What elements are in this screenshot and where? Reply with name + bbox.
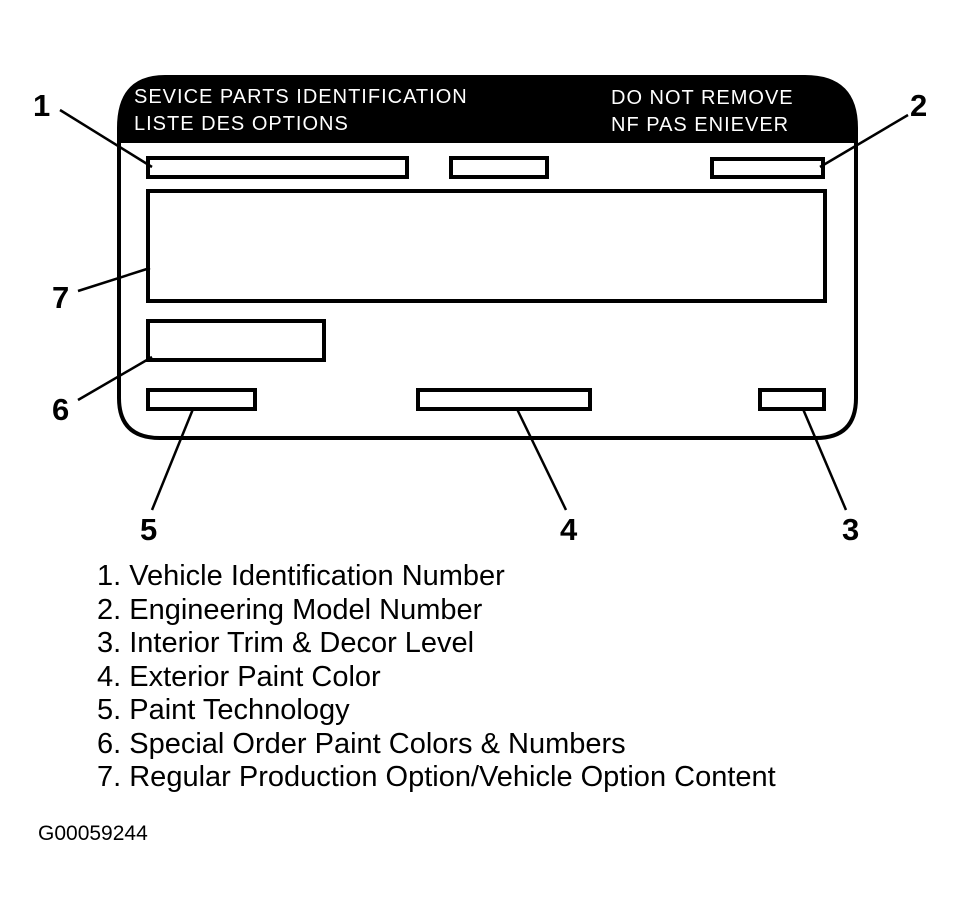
model-number-field-box xyxy=(710,157,825,179)
header-right-line2: NF PAS ENIEVER xyxy=(611,114,789,136)
label-header-band xyxy=(119,77,856,143)
callout-2: 2 xyxy=(910,88,927,123)
leader-line-2 xyxy=(819,113,909,169)
paint-technology-field-box xyxy=(146,388,257,411)
legend-item-7: 7. Regular Production Option/Vehicle Opt… xyxy=(97,761,776,793)
leader-line-7 xyxy=(77,266,151,293)
leader-line-5 xyxy=(150,408,195,511)
exterior-paint-field-box xyxy=(416,388,592,411)
header-left-line1: SEVICE PARTS IDENTIFICATION xyxy=(134,86,468,108)
leader-line-4 xyxy=(515,408,568,511)
leader-line-1 xyxy=(59,108,153,169)
callout-6: 6 xyxy=(52,392,69,427)
legend-item-2: 2. Engineering Model Number xyxy=(97,593,483,626)
trim-level-field-box xyxy=(758,388,826,411)
leader-line-3 xyxy=(801,408,848,511)
leader-line-6 xyxy=(77,355,153,402)
callout-3: 3 xyxy=(842,512,859,547)
callout-1: 1 xyxy=(33,88,50,123)
legend-item-6: 6. Special Order Paint Colors & Numbers xyxy=(97,727,626,760)
figure-id: G00059244 xyxy=(38,822,148,845)
legend-item-4: 4. Exterior Paint Color xyxy=(97,660,381,693)
legend-item-5: 5. Paint Technology xyxy=(97,694,350,726)
vin-field-box xyxy=(146,156,409,179)
special-order-field-box xyxy=(146,319,326,362)
option-content-field-box xyxy=(146,189,827,303)
header-left-line2: LISTE DES OPTIONS xyxy=(134,113,349,135)
header-right-line1: DO NOT REMOVE xyxy=(611,87,794,109)
callout-7: 7 xyxy=(52,280,69,315)
callout-5: 5 xyxy=(140,512,157,547)
legend-item-3: 3. Interior Trim & Decor Level xyxy=(97,627,475,659)
legend-item-1: 1. Vehicle Identification Number xyxy=(97,560,505,592)
legend-list: 1. Vehicle Identification Number 2. Engi… xyxy=(97,560,776,795)
middle-field-box xyxy=(449,156,549,179)
callout-4: 4 xyxy=(560,512,578,547)
